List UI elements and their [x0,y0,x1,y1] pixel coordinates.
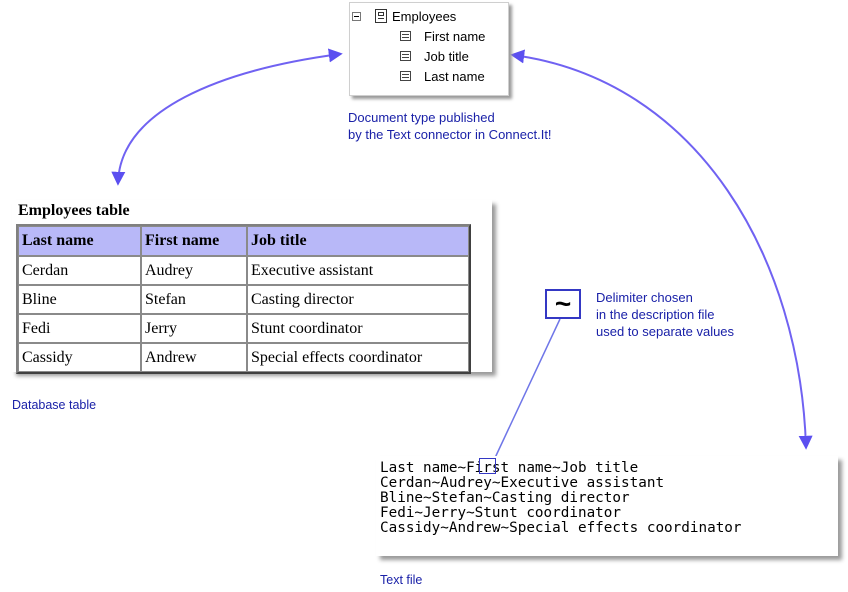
table-title: Employees table [18,202,130,219]
column-header: Last name [18,226,141,256]
arrow-tree-to-textfile [510,49,813,450]
tree-item-last-name[interactable]: Last name [424,69,485,84]
caption-line: Document type published [348,110,495,125]
text-file-content: Last name~First name~Job title Cerdan~Au… [380,461,742,536]
caption-line: Delimiter chosen [596,290,693,305]
document-type-caption: Document type published by the Text conn… [348,109,552,143]
tree-item-first-name[interactable]: First name [424,29,486,44]
caption-line: in the description file [596,307,715,322]
delimiter-pointer-line [493,318,561,461]
text-file-line: Fedi~Jerry~Stunt coordinator [380,505,622,521]
delimiter-symbol: ~ [545,289,581,319]
column-header: First name [141,226,247,256]
field-icon [400,71,411,81]
table-cell: Jerry [141,314,247,343]
field-icon [400,51,411,61]
table-header-row: Last name First name Job title [18,226,469,256]
table-cell: Cerdan [18,256,141,285]
table-cell: Andrew [141,343,247,372]
table-cell: Bline [18,285,141,314]
field-icon [400,31,411,41]
table-cell: Stunt coordinator [247,314,469,343]
document-icon [375,9,387,23]
column-header: Job title [247,226,469,256]
caption-line: used to separate values [596,324,735,339]
delimiter-highlight-box [479,458,496,474]
table-cell: Cassidy [18,343,141,372]
tree-root-label[interactable]: Employees [392,9,457,24]
collapse-toggle-icon[interactable] [352,12,361,21]
table-cell: Stefan [141,285,247,314]
table-cell: Fedi [18,314,141,343]
text-file-line: Cassidy~Andrew~Special effects coordinat… [380,520,742,536]
table-cell: Special effects coordinator [247,343,469,372]
text-file-line: Cerdan~Audrey~Executive assistant [380,475,665,491]
tree-item-job-title[interactable]: Job title [424,49,469,64]
text-file-line: Bline~Stefan~Casting director [380,490,630,506]
table-row: Cassidy Andrew Special effects coordinat… [18,343,469,372]
table-cell: Casting director [247,285,469,314]
employees-table: Last name First name Job title Cerdan Au… [16,224,471,374]
arrow-tree-to-table [111,48,343,186]
database-table-caption: Database table [12,398,97,412]
table-row: Cerdan Audrey Executive assistant [18,256,469,285]
table-cell: Audrey [141,256,247,285]
table-cell: Executive assistant [247,256,469,285]
delimiter-caption: Delimiter chosen in the description file… [596,289,734,340]
table-row: Bline Stefan Casting director [18,285,469,314]
table-row: Fedi Jerry Stunt coordinator [18,314,469,343]
text-file-caption: Text file [380,573,423,587]
text-file-line: Last name~First name~Job title [380,460,639,476]
text-file-panel [376,456,838,556]
document-type-tree [349,2,509,96]
caption-line: by the Text connector in Connect.It! [348,127,552,142]
